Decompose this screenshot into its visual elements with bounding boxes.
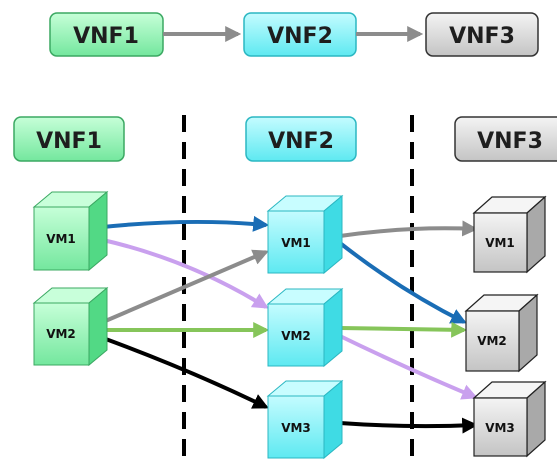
flow-arrow-gray-vnf1vm2-vnf2vm1 (102, 249, 269, 324)
flow-arrow-blue-vnf2vm1-vnf3vm2 (338, 241, 467, 324)
flow-arrow-black-vnf1vm2-vnf2vm3 (102, 336, 269, 409)
flow-arrow-black-vnf2vm3-vnf3vm3 (339, 417, 479, 434)
vnf3-vm2-label: VM2 (477, 334, 507, 348)
vnf3-vm1-cube: VM1 (472, 195, 547, 274)
vnf1-vm2-label: VM2 (46, 327, 76, 341)
vnf3-vm3-cube: VM3 (472, 380, 547, 458)
flow-arrow-green-vnf2vm2-vnf3vm2 (339, 321, 468, 338)
top-vnf2-label: VNF2 (267, 24, 333, 49)
column-vnf3-header: VNF3 (454, 116, 557, 162)
vnf2-vm2-label: VM2 (281, 329, 311, 343)
flow-arrow-purple-vnf1vm1-vnf2vm2 (102, 238, 269, 309)
vnf2-vm3-cube: VM3 (266, 379, 344, 460)
top-vnf2-box: VNF2 (243, 12, 357, 57)
flow-arrow-gray-vnf2vm1-vnf3vm1 (339, 220, 479, 238)
vnf2-vm2-cube: VM2 (266, 287, 344, 368)
vnf2-vm3-label: VM3 (281, 421, 311, 435)
top-vnf3-label: VNF3 (449, 24, 515, 49)
top-vnf3-box: VNF3 (425, 12, 539, 57)
vnf3-vm1-label: VM1 (485, 236, 515, 250)
column-vnf1-header: VNF1 (13, 116, 125, 162)
vnf3-vm2-cube: VM2 (464, 293, 539, 373)
column-vnf1-label: VNF1 (36, 129, 102, 154)
top-vnf1-box: VNF1 (49, 12, 164, 57)
top-vnf1-label: VNF1 (73, 24, 139, 49)
vnf1-vm1-label: VM1 (46, 232, 76, 246)
vnf1-vm2-cube: VM2 (32, 286, 109, 367)
column-vnf3-label: VNF3 (477, 129, 543, 154)
flow-arrow-blue-vnf1vm1-vnf2vm1 (102, 215, 270, 232)
vnf3-vm3-label: VM3 (485, 421, 515, 435)
column-vnf2-header: VNF2 (245, 116, 357, 162)
flow-arrow-purple-vnf2vm2-vnf3vm3 (339, 334, 478, 400)
column-vnf2-label: VNF2 (268, 129, 334, 154)
vnf2-vm1-cube: VM1 (266, 194, 344, 275)
vnf1-vm1-cube: VM1 (32, 190, 109, 272)
vnf2-vm1-label: VM1 (281, 236, 311, 250)
